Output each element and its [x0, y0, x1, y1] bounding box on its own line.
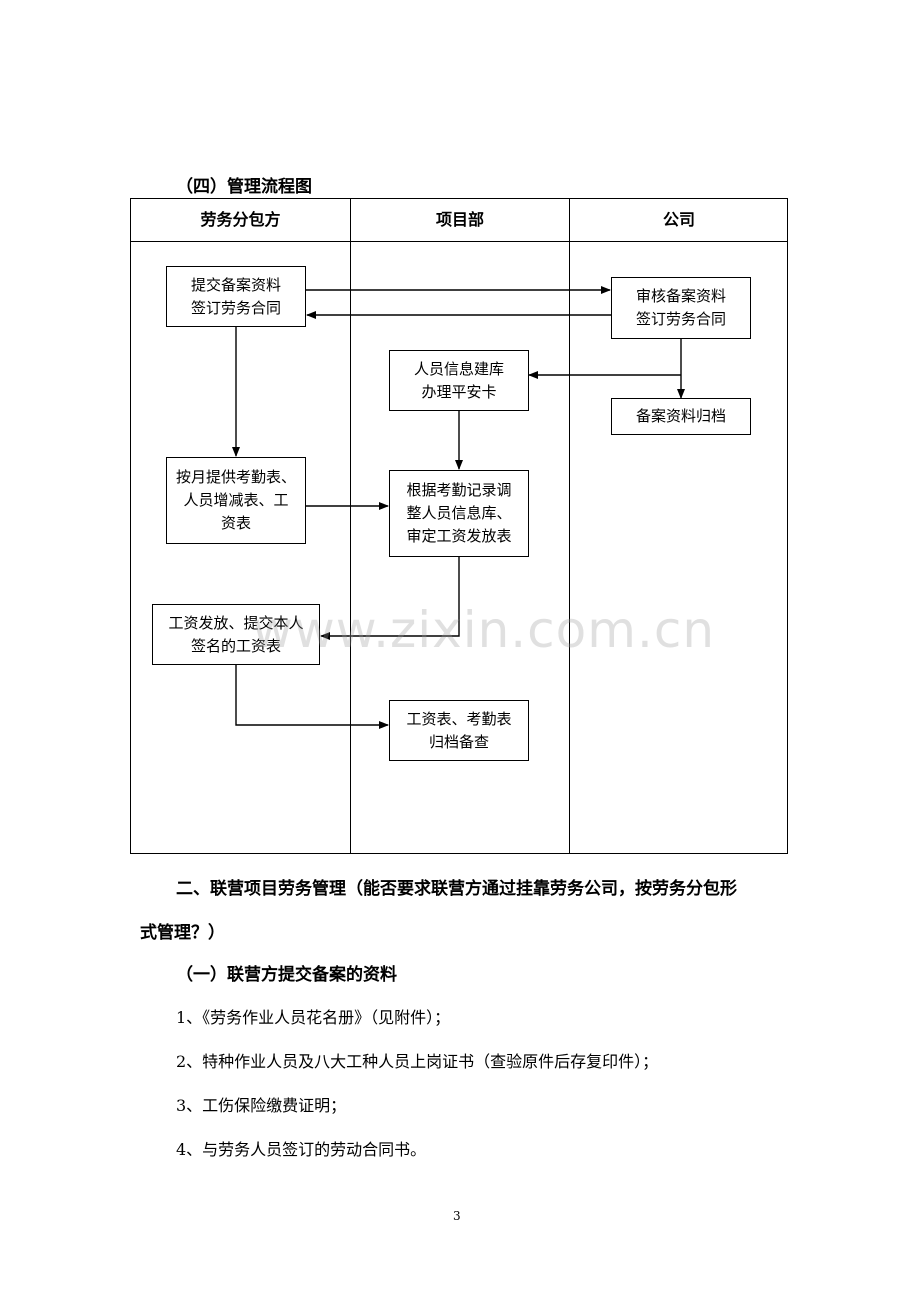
box-adjust-db-line-1: 根据考勤记录调 — [406, 481, 512, 499]
section2-title-line-1: 二、联营项目劳务管理（能否要求联营方通过挂靠劳务公司，按劳务分包形 — [176, 879, 737, 899]
page-number: 3 — [453, 1209, 461, 1223]
box-adjust-db: 根据考勤记录调 整人员信息库、 审定工资发放表 — [389, 470, 529, 557]
box-personnel-db: 人员信息建库 办理平安卡 — [389, 350, 529, 411]
subsection1-title: （一）联营方提交备案的资料 — [176, 965, 397, 985]
box-personnel-db-line-1: 人员信息建库 — [413, 359, 504, 378]
box-review-docs: 审核备案资料 签订劳务合同 — [611, 277, 751, 339]
flowchart-section-title: （四）管理流程图 — [176, 177, 312, 197]
box-review-docs-line-2: 签订劳务合同 — [635, 310, 726, 328]
list-item: 1、《劳务作业人员花名册》（见附件）； — [176, 1008, 451, 1027]
lane-header-subcontractor: 劳务分包方 — [200, 210, 281, 229]
box-pay-wages-line-1: 工资发放、提交本人 — [168, 613, 304, 632]
box-pay-wages: 工资发放、提交本人 签名的工资表 — [152, 604, 320, 665]
box-monthly-attendance-line-2: 人员增减表、工 — [183, 491, 289, 509]
list-item: 2、特种作业人员及八大工种人员上岗证书（查验原件后存复印件）； — [176, 1052, 659, 1071]
lane-divider-2 — [569, 198, 570, 854]
flowchart-frame — [130, 198, 788, 854]
box-review-docs-line-1: 审核备案资料 — [635, 287, 726, 305]
lane-header-company: 公司 — [662, 210, 695, 229]
box-submit-docs-line-1: 提交备案资料 — [190, 275, 281, 294]
box-archive-docs-line-1: 备案资料归档 — [635, 407, 726, 425]
watermark: www.zixin.com.cn — [252, 601, 716, 659]
box-monthly-attendance-line-1: 按月提供考勤表、 — [175, 468, 296, 486]
box-pay-wages-line-2: 签名的工资表 — [190, 636, 281, 655]
list-item: 3、工伤保险缴费证明； — [176, 1096, 347, 1115]
arrow-pay-to-archive-payroll — [235, 665, 389, 729]
box-submit-docs-line-2: 签订劳务合同 — [190, 298, 281, 317]
section2-title-line-2: 式管理？） — [140, 923, 225, 943]
box-archive-docs: 备案资料归档 — [611, 398, 751, 435]
lane-header-project: 项目部 — [435, 210, 484, 229]
box-archive-payroll: 工资表、考勤表 归档备查 — [389, 700, 529, 761]
box-monthly-attendance: 按月提供考勤表、 人员增减表、工 资表 — [166, 457, 306, 544]
list-item: 4、与劳务人员签订的劳动合同书。 — [176, 1140, 427, 1159]
box-submit-docs: 提交备案资料 签订劳务合同 — [166, 266, 306, 327]
lane-header-divider — [130, 241, 788, 242]
box-monthly-attendance-line-3: 资表 — [220, 514, 251, 532]
box-adjust-db-line-2: 整人员信息库、 — [406, 504, 512, 522]
box-personnel-db-line-2: 办理平安卡 — [421, 382, 497, 401]
box-archive-payroll-line-2: 归档备查 — [428, 732, 489, 751]
lane-divider-1 — [350, 198, 351, 854]
box-adjust-db-line-3: 审定工资发放表 — [406, 527, 512, 545]
box-archive-payroll-line-1: 工资表、考勤表 — [406, 709, 512, 728]
arrow-adjust-to-pay — [320, 557, 460, 640]
